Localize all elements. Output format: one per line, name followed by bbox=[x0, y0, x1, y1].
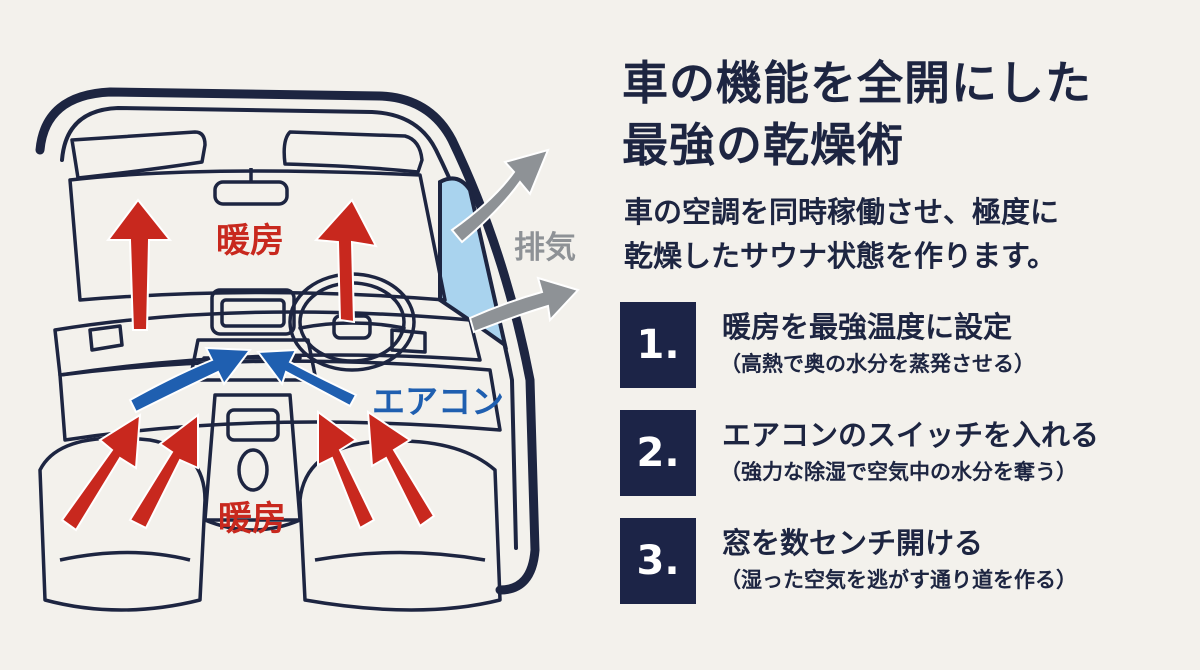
heater-label-top: 暖房 bbox=[216, 221, 284, 261]
description-line-1: 車の空調を同時稼働させ、極度に bbox=[624, 195, 1060, 229]
step-3: 3. 窓を数センチ開ける （湿った空気を逃がす通り道を作る） bbox=[620, 518, 1192, 604]
description-line-2: 乾燥したサウナ状態を作ります。 bbox=[624, 239, 1057, 273]
heater-arrow-bottom-2 bbox=[128, 412, 199, 530]
page-title: 車の機能を全開にした 最強の乾燥術 bbox=[622, 52, 1192, 176]
step-sub-text: （高熱で奥の水分を蒸発させる） bbox=[720, 352, 1035, 376]
heater-arrow-bottom-1 bbox=[60, 413, 142, 532]
exhaust-arrow-bottom bbox=[468, 276, 580, 334]
step-main-text: エアコンのスイッチを入れる bbox=[722, 418, 1100, 452]
exhaust-arrow-top bbox=[450, 148, 550, 244]
step-number-badge: 3. bbox=[620, 518, 696, 604]
heater-label-bottom: 暖房 bbox=[218, 499, 286, 539]
step-2: 2. エアコンのスイッチを入れる （強力な除湿で空気中の水分を奪う） bbox=[620, 410, 1192, 496]
heater-arrow-bottom-3 bbox=[317, 410, 376, 530]
heater-arrow-up-right bbox=[313, 198, 378, 324]
info-panel: 車の機能を全開にした 最強の乾燥術 車の空調を同時稼働させ、極度に 乾燥したサウ… bbox=[612, 0, 1192, 670]
step-1: 1. 暖房を最強温度に設定 （高熱で奥の水分を蒸発させる） bbox=[620, 302, 1192, 388]
heater-arrow-bottom-4 bbox=[366, 410, 436, 528]
step-sub-text: （湿った空気を逃がす通り道を作る） bbox=[720, 568, 1077, 592]
aircon-label: エアコン bbox=[372, 382, 504, 421]
step-number-badge: 1. bbox=[620, 302, 696, 388]
aircon-arrow-right bbox=[256, 348, 358, 408]
step-sub-text: （強力な除湿で空気中の水分を奪う） bbox=[720, 460, 1077, 484]
step-number-badge: 2. bbox=[620, 410, 696, 496]
description: 車の空調を同時稼働させ、極度に 乾燥したサウナ状態を作ります。 bbox=[624, 190, 1194, 278]
title-line-1: 車の機能を全開にした bbox=[622, 56, 1092, 110]
aircon-arrow-left bbox=[128, 346, 252, 414]
step-main-text: 暖房を最強温度に設定 bbox=[722, 310, 1013, 344]
title-line-2: 最強の乾燥術 bbox=[622, 118, 904, 172]
step-main-text: 窓を数センチ開ける bbox=[722, 526, 984, 560]
car-interior-diagram: 暖房 暖房 排気 エアコン bbox=[35, 87, 580, 612]
aircon-arrows bbox=[128, 346, 358, 414]
exhaust-arrows bbox=[450, 148, 580, 334]
exhaust-label: 排気 bbox=[514, 230, 576, 266]
heater-arrows bbox=[60, 198, 436, 532]
side-window bbox=[438, 176, 509, 350]
windshield bbox=[68, 130, 447, 302]
heater-arrow-up-left bbox=[106, 198, 173, 331]
